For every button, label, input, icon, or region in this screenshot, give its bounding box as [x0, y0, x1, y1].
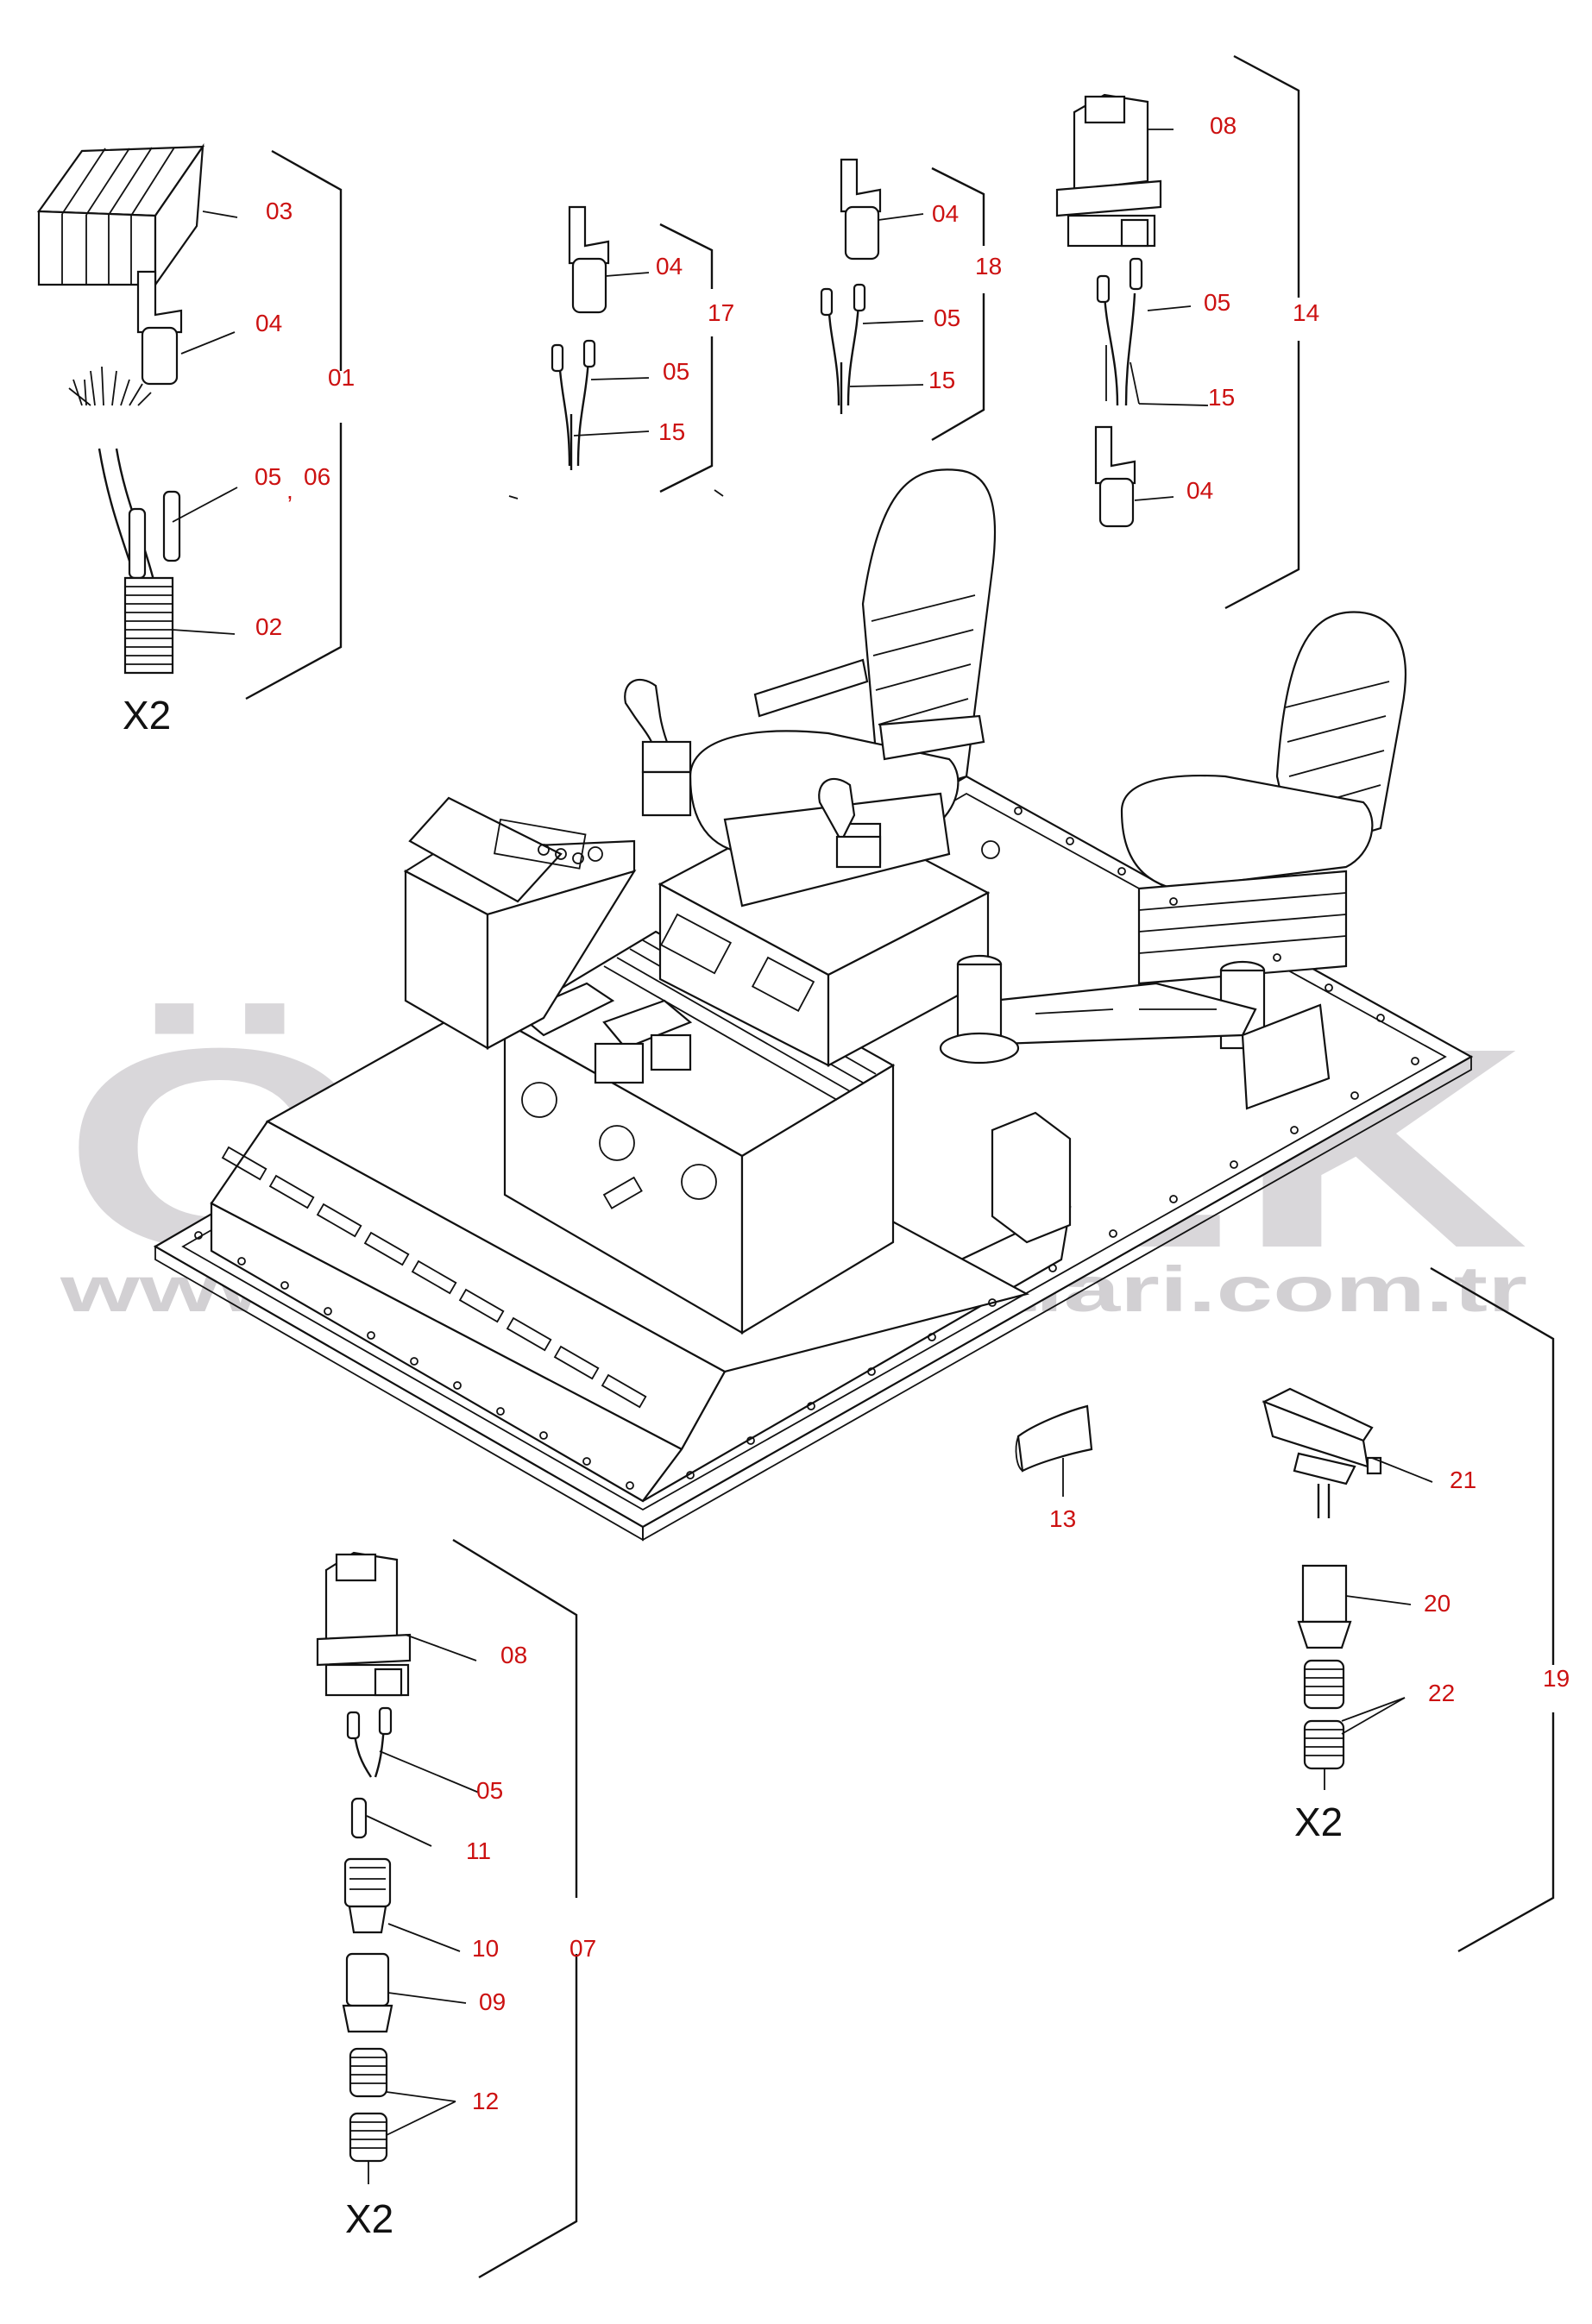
connector-x2-right: X2 — [1294, 1800, 1343, 1844]
group-19 — [1262, 1266, 1555, 1953]
callout-02: 02 — [255, 613, 282, 640]
callout-08-g07: 08 — [500, 1642, 527, 1668]
leader-04 — [180, 331, 236, 355]
callout-05-g14: 05 — [1204, 289, 1230, 316]
joystick-right — [818, 777, 882, 869]
callout-05-g18: 05 — [934, 305, 960, 331]
callout-15-g18: 15 — [928, 367, 955, 393]
callout-05-06-a: 05 — [255, 463, 281, 490]
foot-pedals — [515, 982, 693, 1084]
callout-05-g17: 05 — [663, 358, 689, 385]
label-tape-13 — [1015, 1404, 1093, 1497]
joystick-left — [624, 678, 692, 817]
callout-05-g07: 05 — [476, 1777, 503, 1804]
group-17 — [508, 205, 724, 499]
callout-19: 19 — [1543, 1665, 1570, 1692]
seat-swing-arm — [939, 954, 1331, 1110]
callout-15-g17: 15 — [658, 418, 685, 445]
plug-08-g07 — [316, 1551, 412, 1697]
group-14 — [1055, 54, 1300, 610]
callout-10: 10 — [472, 1935, 499, 1962]
callout-03: 03 — [266, 198, 293, 224]
callout-14: 14 — [1293, 299, 1319, 326]
gland-body-09 — [342, 1952, 393, 2033]
callout-18: 18 — [975, 253, 1002, 280]
seals-12 — [349, 2047, 388, 2163]
leader-05 — [172, 487, 238, 523]
front-console — [210, 999, 1072, 1503]
callout-01: 01 — [328, 364, 355, 391]
rear-blocks — [991, 1111, 1072, 1244]
seals-22 — [1303, 1659, 1345, 1770]
callout-07: 07 — [569, 1935, 596, 1962]
callout-12: 12 — [472, 2088, 499, 2114]
side-console — [403, 796, 637, 1050]
callout-05-06-sep: , — [286, 477, 293, 504]
callout-17: 17 — [708, 299, 734, 326]
leader-02 — [172, 629, 236, 635]
connector-x2-top-left: X2 — [123, 693, 171, 738]
connector-x2-bottom: X2 — [345, 2196, 393, 2241]
console-slots — [221, 1146, 647, 1409]
callout-15-g14: 15 — [1208, 384, 1235, 411]
cab-platform-assembly — [153, 468, 1474, 1542]
bracket-01 — [245, 149, 343, 700]
callout-21: 21 — [1450, 1467, 1476, 1493]
gland-20 — [1297, 1564, 1352, 1649]
group-18 — [820, 158, 985, 442]
conduit-02 — [123, 576, 174, 675]
callout-04-g14: 04 — [1186, 477, 1213, 504]
leader-03 — [202, 210, 238, 218]
connector-housing-03 — [36, 143, 205, 288]
callout-20: 20 — [1424, 1590, 1450, 1617]
plug-08-g14 — [1055, 93, 1162, 248]
callout-04: 04 — [255, 310, 282, 336]
callout-04-g18: 04 — [932, 200, 959, 227]
callout-09: 09 — [479, 1988, 506, 2015]
terminal-04 — [136, 270, 183, 386]
callout-08-g14: 08 — [1210, 112, 1236, 139]
group-01-harness — [36, 143, 343, 700]
callout-13: 13 — [1049, 1505, 1076, 1532]
group-07 — [316, 1538, 578, 2279]
callout-11: 11 — [466, 1837, 491, 1864]
cable-bundle-05 — [68, 366, 181, 587]
plug-21 — [1262, 1387, 1382, 1518]
callout-22: 22 — [1428, 1680, 1455, 1706]
base-plate-bolts — [194, 807, 1419, 1490]
callout-04-g17: 04 — [656, 253, 683, 280]
callout-05-06-b: 06 — [304, 463, 330, 490]
gland-nut-10 — [343, 1857, 392, 1934]
center-box — [502, 930, 896, 1335]
terminal-04-g17 — [568, 205, 610, 265]
